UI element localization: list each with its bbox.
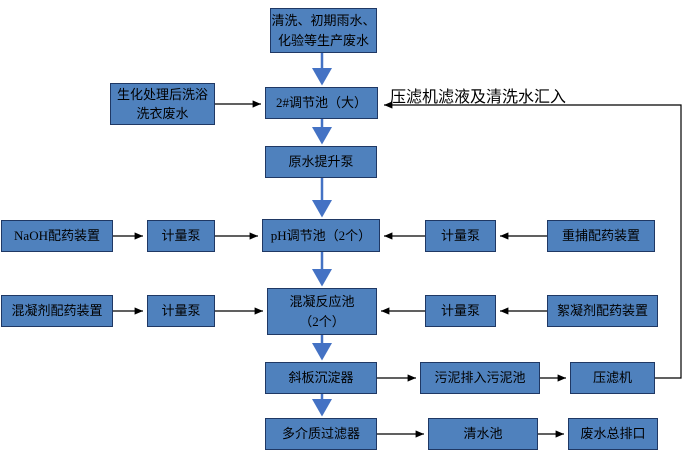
- node-naoh-dosing: NaOH配药装置: [1, 220, 113, 252]
- node-flocculant-dosing: 絮凝剂配药装置: [547, 295, 658, 327]
- node-metering-pump-coag-left: 计量泵: [147, 295, 215, 327]
- filtrate-return-label: 压滤机滤液及清洗水汇入: [390, 89, 567, 106]
- node-coagulant-dosing: 混凝剂配药装置: [1, 295, 113, 327]
- node-metering-pump-ph-right: 计量泵: [425, 220, 496, 252]
- node-raw-water-pump: 原水提升泵: [265, 146, 377, 178]
- node-metering-pump-coag-right: 计量泵: [425, 295, 496, 327]
- node-top-source: 清洗、初期雨水、 化验等生产废水: [270, 8, 377, 53]
- node-clean-water-tank: 清水池: [428, 418, 538, 450]
- node-filter-press: 压滤机: [570, 362, 655, 394]
- node-multimedia-filter: 多介质过滤器: [265, 418, 377, 450]
- node-tank2: 2#调节池（大）: [265, 87, 378, 119]
- node-biochem-wastewater: 生化处理后洗浴 洗衣废水: [110, 83, 215, 125]
- node-outlet: 废水总排口: [568, 418, 658, 450]
- filtrate-return-line-icon: [384, 101, 682, 379]
- node-ph-tank: pH调节池（2个）: [262, 219, 380, 252]
- node-inclined-settler: 斜板沉淀器: [265, 362, 377, 394]
- node-sludge-discharge: 污泥排入污泥池: [420, 362, 540, 394]
- node-heavy-metal-dosing: 重捕配药装置: [547, 220, 655, 252]
- node-coagulation-tank: 混凝反应池 （2个）: [267, 288, 377, 335]
- node-metering-pump-ph-left: 计量泵: [147, 220, 215, 252]
